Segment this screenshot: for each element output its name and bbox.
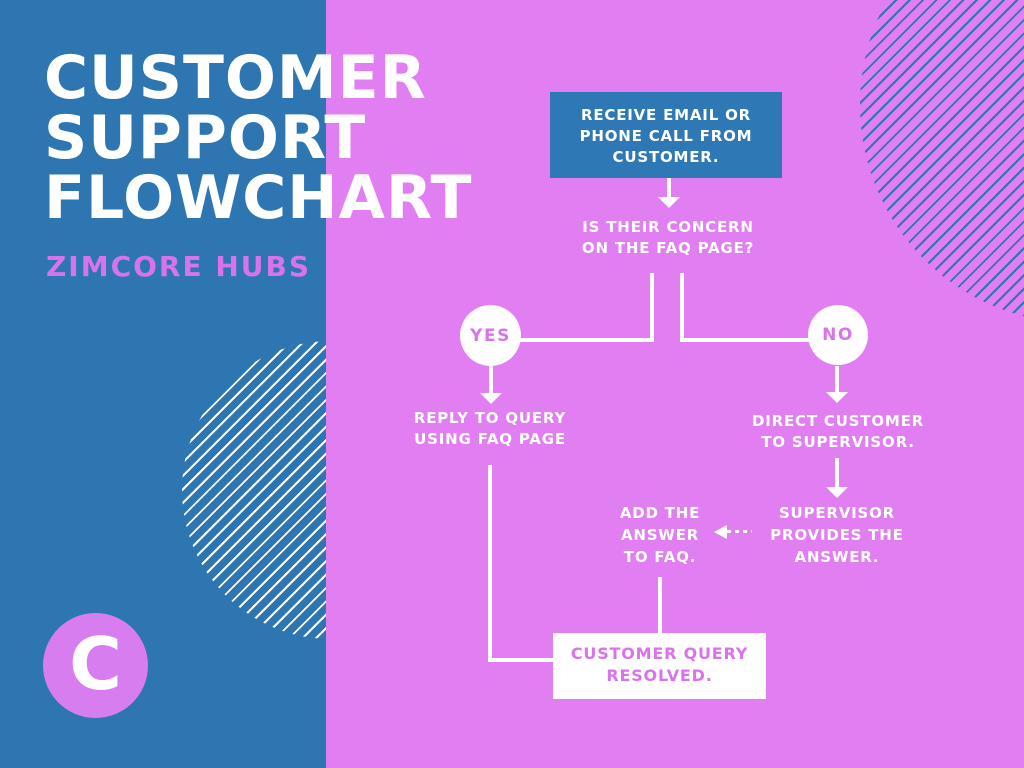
flow-node-direct-line-2: TO SUPERVISOR. <box>761 433 915 451</box>
flow-node-receive: RECEIVE EMAIL OR PHONE CALL FROM CUSTOME… <box>550 92 782 178</box>
connector-reply-horizontal-line <box>488 658 553 662</box>
flow-node-receive-line-1: RECEIVE EMAIL OR <box>581 106 751 124</box>
flow-node-reply-line-2: USING FAQ PAGE <box>414 430 566 448</box>
arrow-down-receive-stem <box>667 178 671 198</box>
branch-left-horizontal-line <box>519 338 654 342</box>
flow-node-supervisor-line-3: ANSWER. <box>794 548 880 566</box>
arrow-down-no-icon <box>826 392 848 403</box>
flow-node-question-line-1: IS THEIR CONCERN <box>582 218 754 236</box>
flow-node-reply-line-1: REPLY TO QUERY <box>413 409 567 427</box>
flow-node-resolved: CUSTOMER QUERY RESOLVED. <box>553 633 766 699</box>
arrow-down-no-stem <box>835 366 839 392</box>
page-title: CUSTOMER SUPPORT FLOWCHART <box>44 48 472 228</box>
arrow-left-add-dashed-tail <box>727 530 752 533</box>
branch-right-vertical-line <box>680 273 684 342</box>
flow-node-resolved-line-2: RESOLVED. <box>606 666 713 685</box>
flow-node-add-line-1: ADD THE <box>619 504 701 522</box>
flow-node-supervisor-line-1: SUPERVISOR <box>778 504 896 522</box>
flow-node-direct: DIRECT CUSTOMER TO SUPERVISOR. <box>738 411 938 453</box>
title-line-2: SUPPORT <box>44 103 367 173</box>
flow-node-receive-line-3: CUSTOMER. <box>612 148 720 166</box>
flow-node-supervisor: SUPERVISOR PROVIDES THE ANSWER. <box>737 502 937 568</box>
flow-node-reply: REPLY TO QUERY USING FAQ PAGE <box>390 408 590 450</box>
title-line-3: FLOWCHART <box>44 163 473 233</box>
arrow-down-supervisor-icon <box>826 487 848 498</box>
flow-node-question: IS THEIR CONCERN ON THE FAQ PAGE? <box>568 217 768 259</box>
decision-yes-label: YES <box>470 325 511 346</box>
flow-node-add: ADD THE ANSWER TO FAQ. <box>560 502 760 568</box>
title-line-1: CUSTOMER <box>44 43 427 113</box>
arrow-down-supervisor-stem <box>835 458 839 487</box>
branch-left-vertical-line <box>650 273 654 342</box>
flow-node-supervisor-line-2: PROVIDES THE <box>770 526 904 544</box>
arrow-down-yes-stem <box>489 366 493 393</box>
flow-node-add-line-3: TO FAQ. <box>623 548 697 566</box>
decision-no-badge: NO <box>808 305 868 365</box>
flow-node-resolved-line-1: CUSTOMER QUERY <box>570 644 749 663</box>
arrow-down-receive-icon <box>658 197 680 208</box>
flow-node-add-line-2: ANSWER <box>620 526 700 544</box>
connector-reply-vertical-line <box>488 465 492 662</box>
flow-node-question-line-2: ON THE FAQ PAGE? <box>581 239 755 257</box>
brand-logo-letter: C <box>69 621 122 706</box>
decision-yes-badge: YES <box>460 305 521 366</box>
flow-node-receive-line-2: PHONE CALL FROM <box>579 127 753 145</box>
flow-node-direct-line-1: DIRECT CUSTOMER <box>752 412 924 430</box>
brand-logo: C <box>43 613 148 718</box>
brand-subtitle: ZIMCORE HUBS <box>46 250 312 283</box>
arrow-left-add-icon <box>714 525 727 539</box>
connector-add-to-resolved-line <box>658 577 662 633</box>
branch-right-horizontal-line <box>680 338 810 342</box>
arrow-down-yes-icon <box>480 393 502 404</box>
decision-no-label: NO <box>822 325 854 345</box>
